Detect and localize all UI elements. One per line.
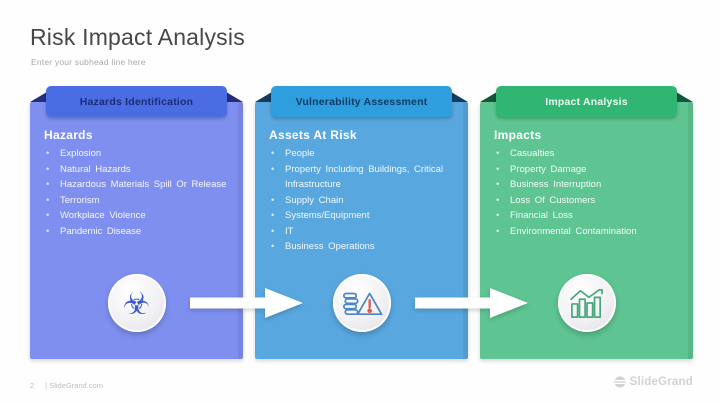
subhead-placeholder: Enter your subhead line here	[31, 57, 146, 67]
icon-circle	[557, 274, 616, 332]
list-item: Property Including Buildings, Critical I…	[269, 162, 456, 193]
tab-impact-analysis: Impact Analysis	[496, 86, 677, 117]
list-item: Property Damage	[494, 162, 681, 178]
list-item: Loss Of Customers	[494, 193, 681, 209]
slidegrand-logo-icon	[614, 376, 626, 388]
icon-circle: ☣	[107, 274, 166, 332]
vulnerability-assessment-panel: Vulnerability Assessment Assets At Risk …	[255, 86, 468, 359]
footer-brand: SlideGrand	[614, 376, 693, 388]
panel-body: Assets At Risk People Property Including…	[255, 102, 468, 359]
impact-analysis-panel: Impact Analysis Impacts Casualties Prope…	[480, 86, 693, 359]
panel-body: Hazards Explosion Natural Hazards Hazard…	[30, 102, 243, 359]
tab-vulnerability-assessment: Vulnerability Assessment	[271, 86, 452, 117]
brand-name: SlideGrand	[629, 376, 693, 388]
impact-chart-icon	[569, 288, 603, 318]
list-item: Terrorism	[44, 193, 231, 209]
bullet-list: People Property Including Buildings, Cri…	[269, 146, 456, 255]
list-item: People	[269, 146, 456, 162]
list-item: Supply Chain	[269, 193, 456, 209]
panel-body: Impacts Casualties Property Damage Busin…	[480, 102, 693, 359]
list-item: Workplace Violence	[44, 208, 231, 224]
list-item: Business Interruption	[494, 177, 681, 193]
bullet-list: Casualties Property Damage Business Inte…	[494, 146, 681, 239]
list-item: Business Operations	[269, 239, 456, 255]
list-item: Casualties	[494, 146, 681, 162]
page-title: Risk Impact Analysis	[30, 24, 245, 50]
list-item: Explosion	[44, 146, 231, 162]
panel-heading: Impacts	[494, 128, 542, 142]
hazards-identification-panel: Hazards Identification Hazards Explosion…	[30, 86, 243, 359]
panel-heading: Hazards	[44, 128, 93, 142]
list-item: Natural Hazards	[44, 162, 231, 178]
page-number: 2	[30, 381, 35, 390]
list-item: Financial Loss	[494, 208, 681, 224]
icon-circle	[332, 274, 391, 332]
tab-hazards-identification: Hazards Identification	[46, 86, 227, 117]
list-item: Environmental Contamination	[494, 224, 681, 240]
assets-at-risk-icon	[342, 292, 382, 315]
flow-arrow-2	[415, 288, 528, 318]
list-item: IT	[269, 224, 456, 240]
list-item: Pandemic Disease	[44, 224, 231, 240]
footer-site: | SlideGrand.com	[45, 381, 103, 390]
list-item: Systems/Equipment	[269, 208, 456, 224]
list-item: Hazardous Materials Spill Or Release	[44, 177, 231, 193]
panel-heading: Assets At Risk	[269, 128, 357, 142]
flow-arrow-1	[190, 288, 303, 318]
biohazard-icon: ☣	[122, 285, 151, 321]
footer-left: 2 | SlideGrand.com	[30, 381, 103, 390]
bullet-list: Explosion Natural Hazards Hazardous Mate…	[44, 146, 231, 239]
